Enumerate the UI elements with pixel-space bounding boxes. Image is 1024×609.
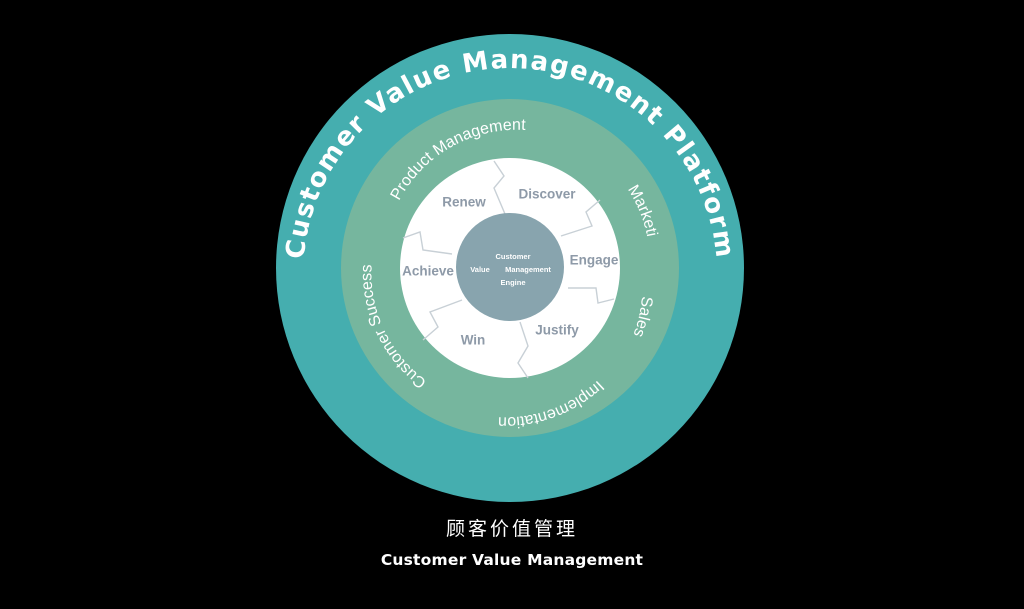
divider-justify-win	[517, 321, 529, 379]
stage-renew: Renew	[442, 195, 486, 210]
hub-line-1: Customer	[495, 252, 530, 261]
hub-line-3: Engine	[500, 278, 525, 287]
stage-win: Win	[461, 333, 486, 348]
hub-circle	[456, 213, 564, 321]
divider-achieve-renew	[402, 231, 453, 255]
caption-english: Customer Value Management	[380, 551, 644, 569]
divider-engage-justify	[568, 287, 615, 304]
stage-justify: Justify	[535, 323, 579, 338]
stage-dividers	[402, 160, 615, 379]
hub-line-2b: Management	[505, 265, 551, 274]
divider-discover-engage	[560, 199, 601, 237]
caption-chinese: 顾客价值管理	[445, 518, 578, 540]
hub-line-2a: Value	[470, 265, 490, 274]
stage-discover: Discover	[518, 187, 576, 202]
stage-engage: Engage	[570, 253, 619, 268]
divider-renew-discover	[493, 160, 506, 215]
stage-achieve: Achieve	[402, 264, 454, 279]
divider-win-achieve	[422, 299, 463, 341]
